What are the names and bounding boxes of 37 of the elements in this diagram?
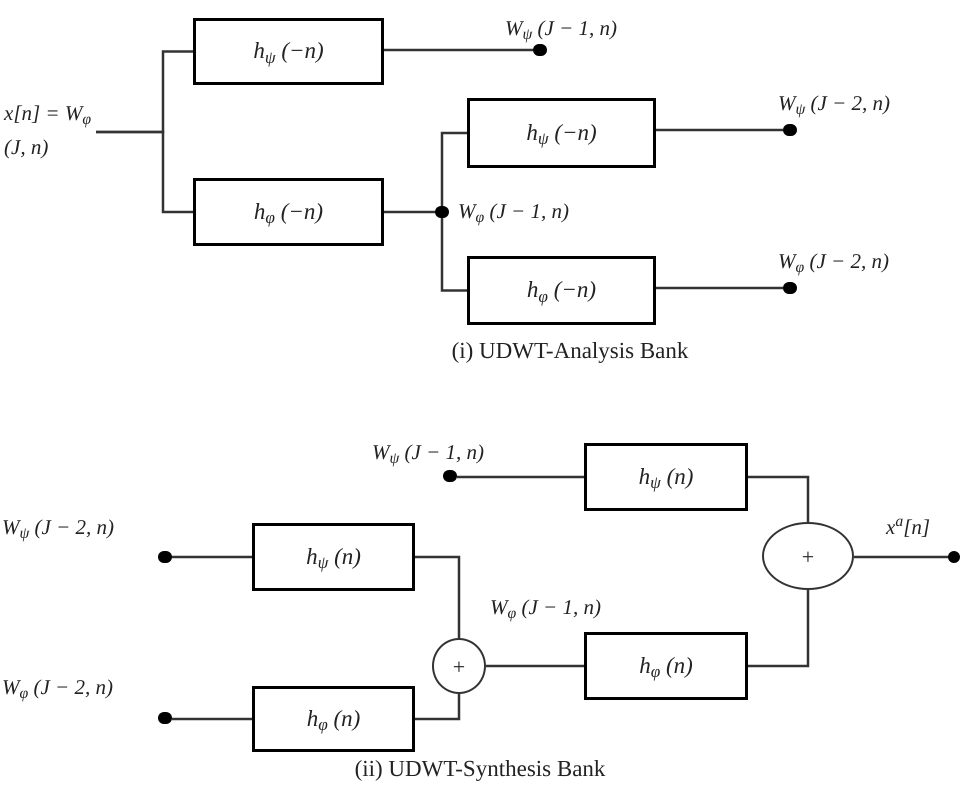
caption: (i) UDWT-Analysis Bank [450, 337, 690, 365]
connector-line [440, 218, 467, 292]
signal-label: x$^{a}$[n] [886, 512, 930, 542]
connector-line [748, 590, 810, 668]
signal-label: W$_{φ}$ (J − 2, n) [778, 248, 889, 278]
connector-line [656, 128, 783, 132]
signal-label: W$_{ψ}$ (J − 1, n) [372, 439, 484, 468]
filter-box: h$_{ψ}$ (−n) [467, 98, 656, 168]
connector-line [457, 476, 584, 478]
connector-line [384, 210, 435, 214]
connector-line [486, 664, 584, 668]
connector-line [415, 556, 460, 638]
connector-line [415, 694, 460, 720]
signal-label: W$_{ψ}$ (J − 1, n) [505, 15, 618, 44]
connector-line [656, 286, 783, 290]
signal-label: W$_{ψ}$ (J − 2, n) [2, 514, 114, 544]
filter-box: h$_{φ}$ (−n) [467, 256, 656, 325]
filter-box: h$_{ψ}$ (−n) [193, 18, 384, 85]
filter-box: h$_{φ}$ (−n) [193, 178, 384, 246]
connector-line [96, 130, 193, 214]
input-label: x[n] = W$_{φ}$ (J, n) [4, 96, 96, 168]
caption: (ii) UDWT-Synthesis Bank [354, 755, 606, 783]
filter-box: h$_{φ}$ (n) [584, 632, 748, 700]
connector-line [854, 556, 948, 558]
connector-line [384, 48, 533, 52]
signal-label: W$_{φ}$ (J − 2, n) [2, 674, 113, 704]
summing-junction: + [432, 638, 486, 694]
filter-box: h$_{ψ}$ (n) [584, 443, 748, 511]
signal-label: W$_{ψ}$ (J − 2, n) [778, 90, 890, 120]
filter-box: h$_{ψ}$ (n) [252, 523, 415, 591]
connector-line [172, 718, 252, 720]
summing-junction: + [762, 522, 854, 590]
connector-line [748, 476, 810, 522]
connector-line [440, 132, 467, 206]
filter-box: h$_{φ}$ (n) [252, 686, 415, 752]
connector-line [172, 556, 252, 558]
signal-label: W$_{φ}$ (J − 1, n) [458, 198, 569, 227]
